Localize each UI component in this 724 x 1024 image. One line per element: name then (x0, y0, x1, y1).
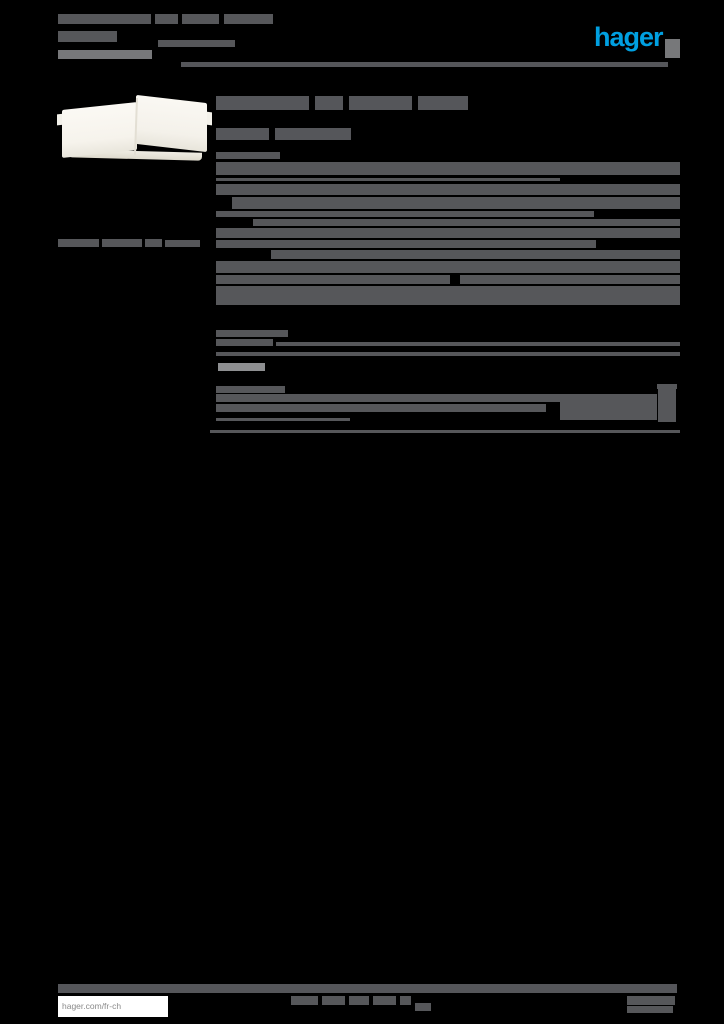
references-table (216, 418, 350, 421)
spec-table-row (216, 240, 596, 248)
dimension-row-rule (276, 342, 680, 346)
references-table (216, 404, 546, 412)
footer-note-word (400, 996, 411, 1005)
footer-website-link[interactable]: hager.com/fr-ch (62, 1001, 122, 1011)
references-table (216, 386, 285, 393)
spec-table-row (216, 211, 594, 217)
footer-website-box: hager.com/fr-ch (58, 996, 168, 1017)
product-reference-word (275, 128, 351, 140)
footer-note-word (373, 996, 396, 1005)
header-subtitle-word (58, 50, 152, 59)
header-title-line1-word (182, 14, 219, 24)
spec-table-row (216, 178, 560, 181)
footer-divider (58, 984, 677, 993)
product-title-word (315, 96, 343, 110)
header-title-line1-word (224, 14, 273, 24)
footer-note-word (322, 996, 345, 1005)
product-photo-left-panel (62, 102, 137, 158)
header-title-line1-word (155, 14, 178, 24)
references-table (560, 394, 657, 420)
spec-table-row (271, 250, 680, 259)
spec-table-row (216, 261, 680, 273)
spec-table-row (216, 286, 680, 305)
spec-table-row (460, 275, 680, 284)
product-reference-word (216, 128, 269, 140)
product-title-word (216, 96, 309, 110)
references-table (216, 394, 657, 402)
photo-caption-word (58, 239, 99, 247)
dimension-row-label (216, 339, 273, 346)
spec-table-row (232, 197, 680, 209)
hager-logo-mark (665, 39, 680, 58)
references-table (658, 386, 676, 422)
dimension-row-rule (216, 352, 680, 356)
header-divider (181, 62, 668, 67)
header-title-line1-word (58, 14, 151, 24)
photo-caption-word (145, 239, 162, 247)
photo-caption-word (102, 239, 142, 247)
footer-page-block (627, 1006, 673, 1013)
footer-note-word (291, 996, 318, 1005)
spec-table-row (216, 162, 680, 175)
spec-section-label (216, 152, 280, 159)
photo-caption-word (165, 240, 200, 247)
footer-note-word (349, 996, 369, 1005)
spec-table-row (216, 184, 680, 195)
hager-logo-text: hager (594, 22, 664, 52)
product-photo-right-panel (136, 94, 207, 153)
header-title-line2-word (158, 40, 235, 47)
header-title-line2-word (58, 31, 117, 42)
spec-table-row (216, 275, 450, 284)
drawing-link-chip (218, 363, 265, 371)
spec-table-row (253, 219, 680, 226)
product-title-word (349, 96, 412, 110)
references-table (210, 430, 680, 433)
spec-table-row (216, 228, 680, 238)
footer-note-word (415, 1003, 431, 1011)
hager-logo: hager (594, 22, 664, 52)
dimension-row-label (216, 330, 288, 337)
footer-page-block (627, 996, 675, 1005)
product-title-word (418, 96, 468, 110)
